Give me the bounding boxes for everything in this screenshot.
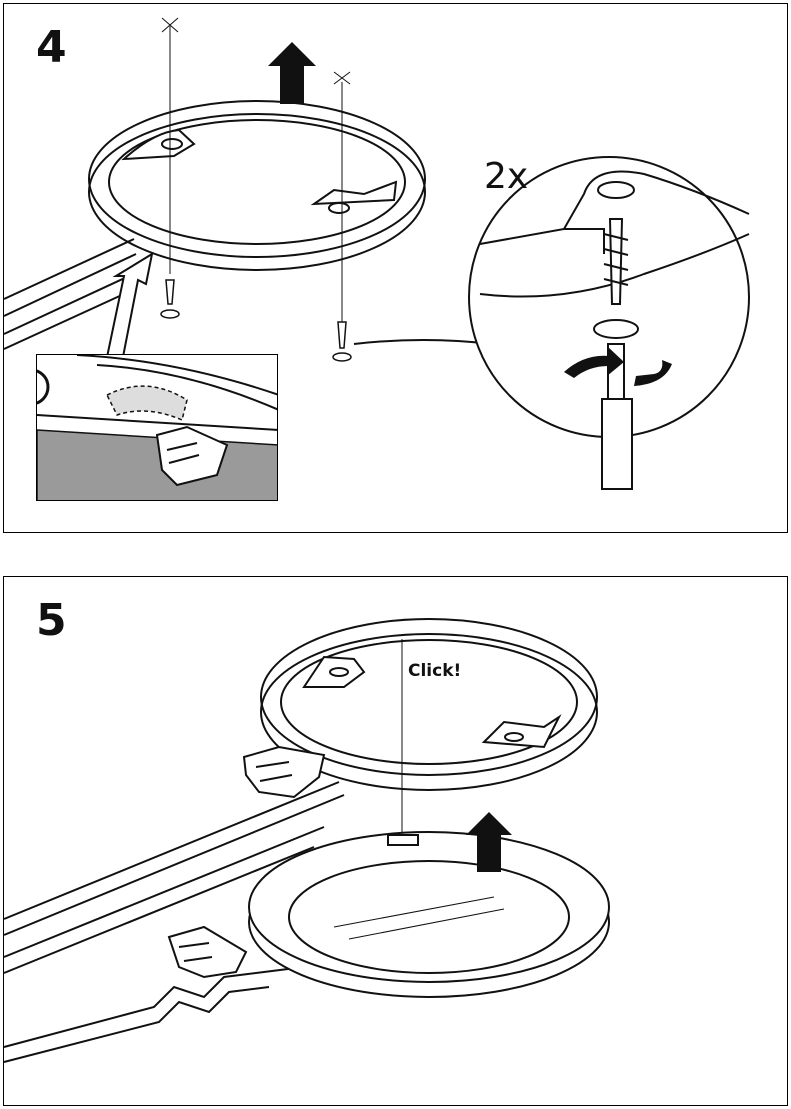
quantity-label: 2x [484, 156, 528, 197]
mounting-ring [89, 101, 425, 270]
lamp-body [249, 832, 609, 997]
info-detail-box [36, 354, 278, 501]
info-pointer-arrow [106, 254, 152, 362]
info-detail-illustration [37, 355, 278, 501]
arrow-up-icon [268, 42, 316, 104]
step-4-panel: 4 [3, 3, 788, 533]
step-5-illustration [4, 577, 789, 1107]
screw-icon [161, 280, 351, 361]
info-icon [36, 367, 51, 407]
step-5-panel: 5 [3, 576, 788, 1106]
click-callout: Click! [408, 661, 461, 681]
